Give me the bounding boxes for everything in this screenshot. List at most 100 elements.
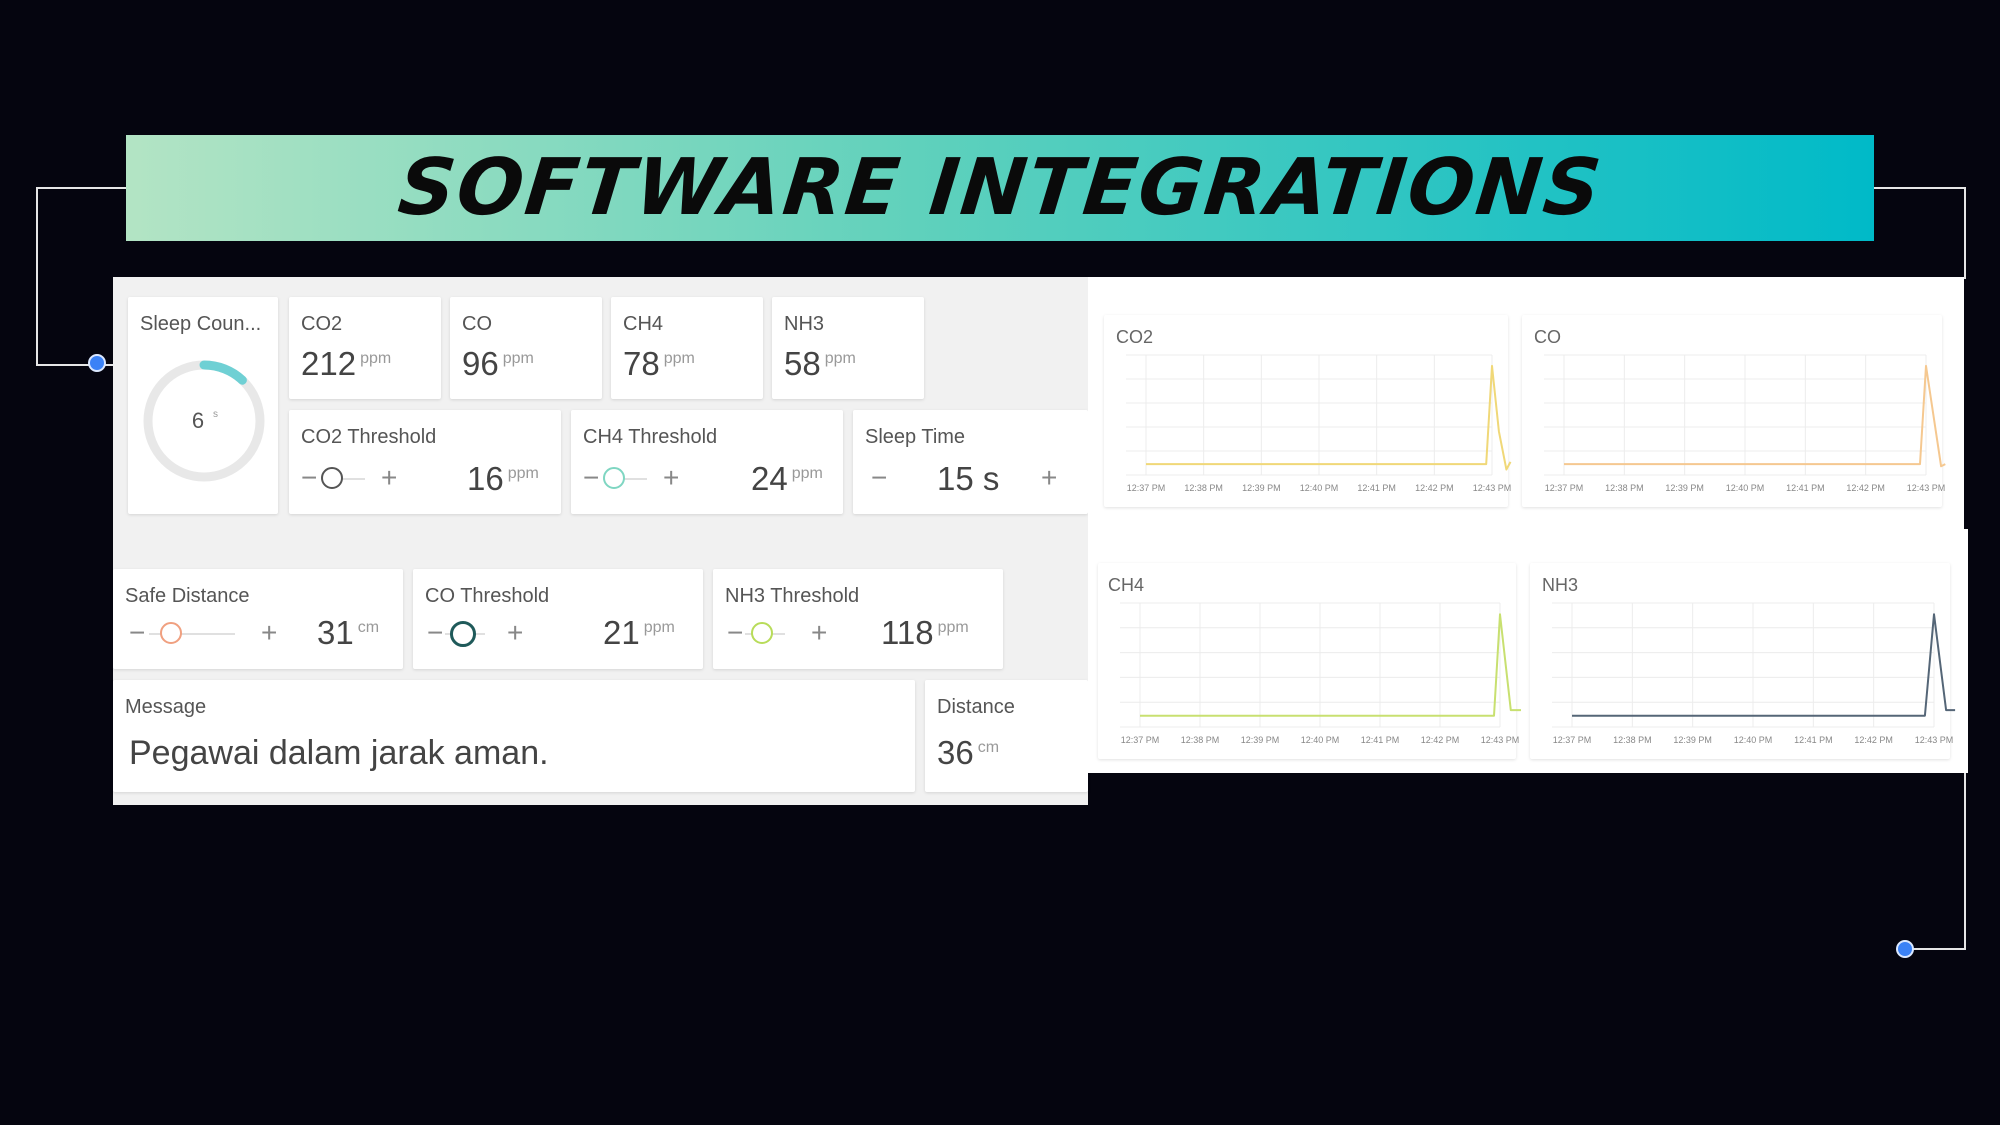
- chart-card-co2: CO2 12:37 PM 12:38 PM 12:39 PM 12:40 PM 12:4…: [1104, 315, 1512, 507]
- sleep-counter-value: 6: [192, 408, 204, 433]
- slider-track[interactable]: [603, 478, 647, 480]
- value-unit: ppm: [507, 465, 539, 482]
- value-number: 118: [881, 614, 934, 651]
- message-text: Pegawai dalam jarak aman.: [129, 734, 549, 772]
- minus-icon[interactable]: −: [871, 462, 888, 493]
- minus-icon[interactable]: −: [427, 617, 444, 648]
- x-tick-label: 12:42 PM: [1854, 735, 1893, 745]
- x-tick-label: 12:38 PM: [1613, 735, 1652, 745]
- connector-dot-left: [88, 354, 106, 372]
- series-line: [1140, 613, 1521, 717]
- chart-title: CO2: [1116, 327, 1154, 347]
- minus-icon[interactable]: −: [301, 462, 318, 493]
- plus-icon[interactable]: +: [663, 462, 680, 493]
- x-tick-label: 12:39 PM: [1673, 735, 1712, 745]
- sensor-number: 212: [301, 345, 357, 382]
- value-unit: s: [982, 460, 1000, 497]
- x-tick-label: 12:39 PM: [1242, 483, 1281, 493]
- chart-title: CO: [1534, 327, 1561, 347]
- minus-icon[interactable]: −: [727, 617, 744, 648]
- x-tick-label: 12:40 PM: [1726, 483, 1765, 493]
- sleep-time-card: Sleep Time − 15 s +: [853, 410, 1088, 514]
- value-number: 36: [937, 734, 974, 771]
- distance-label: Distance: [937, 696, 1015, 718]
- minus-icon[interactable]: −: [583, 462, 600, 493]
- x-tick-label: 12:42 PM: [1415, 483, 1454, 493]
- plus-icon[interactable]: +: [507, 617, 524, 648]
- x-tick-label: 12:41 PM: [1361, 735, 1400, 745]
- chart-card-co: CO 12:37 PM 12:38 PM 12:39 PM 12:40 PM 12:41…: [1522, 315, 1946, 507]
- series-line: [1564, 364, 1946, 468]
- page-title: SOFTWARE INTEGRATIONS: [393, 143, 1607, 233]
- sensor-label: CH4: [623, 313, 664, 335]
- slider-knob[interactable]: [751, 622, 773, 644]
- slider-knob[interactable]: [450, 621, 476, 647]
- x-tick-label: 12:37 PM: [1553, 735, 1592, 745]
- sensor-unit: ppm: [360, 350, 392, 367]
- x-tick-label: 12:39 PM: [1665, 483, 1704, 493]
- x-tick-label: 12:37 PM: [1545, 483, 1584, 493]
- chart-title: NH3: [1542, 575, 1579, 595]
- x-tick-label: 12:41 PM: [1786, 483, 1825, 493]
- sensor-unit: ppm: [663, 350, 695, 367]
- sleep-counter-card: Sleep Coun... 6 s: [128, 297, 278, 514]
- x-tick-label: 12:40 PM: [1300, 483, 1339, 493]
- safe-distance-label: Safe Distance: [125, 585, 250, 607]
- x-tick-label: 12:38 PM: [1184, 483, 1223, 493]
- value-unit: ppm: [791, 465, 823, 482]
- sensor-unit: ppm: [824, 350, 856, 367]
- slider-knob[interactable]: [603, 467, 625, 489]
- x-tick-label: 12:43 PM: [1907, 483, 1946, 493]
- plus-icon[interactable]: +: [261, 617, 278, 648]
- x-tick-label: 12:42 PM: [1846, 483, 1885, 493]
- nh3-threshold-label: NH3 Threshold: [725, 585, 860, 607]
- x-tick-label: 12:37 PM: [1127, 483, 1166, 493]
- sleep-counter-label: Sleep Coun...: [140, 313, 262, 335]
- chart-panel-top: CO2 12:37 PM 12:38 PM 12:39 PM 12:40 PM 12:4…: [1088, 277, 1964, 529]
- sensor-number: 96: [462, 345, 499, 382]
- sensor-number: 58: [784, 345, 821, 382]
- gauge-fill: [143, 360, 265, 482]
- message-card: Message Pegawai dalam jarak aman.: [113, 680, 915, 792]
- connector-left: [36, 187, 128, 366]
- slider-track[interactable]: [149, 633, 235, 635]
- plus-icon[interactable]: +: [811, 617, 828, 648]
- sleep-counter-unit: s: [213, 409, 218, 420]
- slider-knob[interactable]: [321, 467, 343, 489]
- ch4-threshold-label: CH4 Threshold: [583, 426, 718, 448]
- x-tick-label: 12:41 PM: [1357, 483, 1396, 493]
- minus-icon[interactable]: −: [129, 617, 146, 648]
- value-unit: ppm: [643, 619, 675, 636]
- connector-right-bottom: [1905, 773, 1966, 950]
- plus-icon[interactable]: +: [1041, 462, 1058, 493]
- value-number: 24: [751, 460, 788, 497]
- value-unit: cm: [977, 739, 1000, 756]
- x-tick-label: 12:37 PM: [1121, 735, 1160, 745]
- plus-icon[interactable]: +: [381, 462, 398, 493]
- x-tick-label: 12:40 PM: [1734, 735, 1773, 745]
- value-number: 15: [937, 460, 974, 497]
- value-number: 16: [467, 460, 504, 497]
- connector-right-top: [1874, 187, 1966, 279]
- sensor-label: CO: [462, 313, 492, 335]
- value-unit: ppm: [937, 619, 969, 636]
- value-unit: cm: [357, 619, 380, 636]
- co-threshold-label: CO Threshold: [425, 585, 550, 607]
- chart-title: CH4: [1108, 575, 1145, 595]
- slider-knob[interactable]: [160, 622, 182, 644]
- chart-co2: 12:37 PM 12:38 PM 12:39 PM 12:40 PM 12:41 PM…: [1126, 354, 1512, 493]
- x-tick-label: 12:38 PM: [1605, 483, 1644, 493]
- x-tick-label: 12:38 PM: [1181, 735, 1220, 745]
- slider-track[interactable]: [321, 478, 365, 480]
